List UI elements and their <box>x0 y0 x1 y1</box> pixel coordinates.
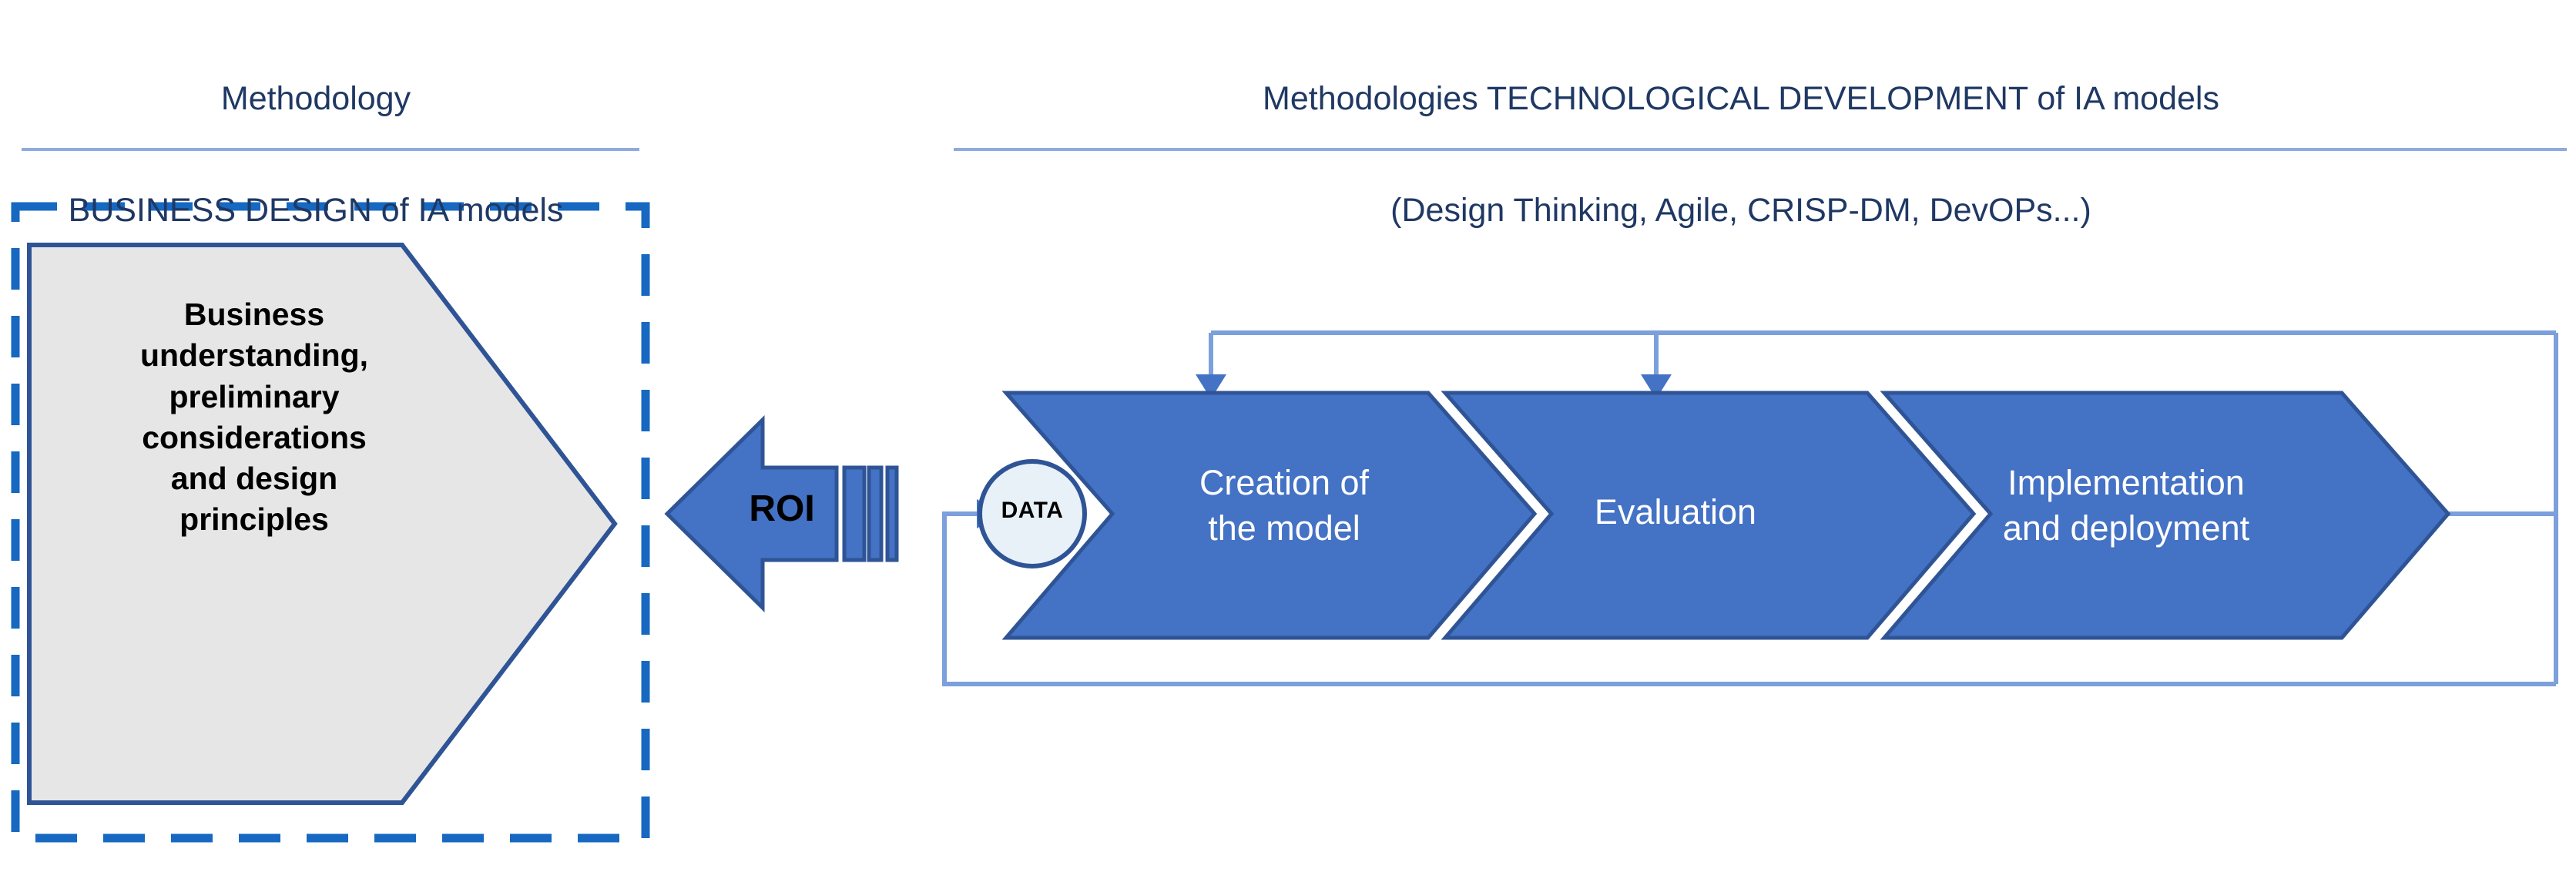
process-label-implementation: Implementation and deployment <box>1910 461 2342 551</box>
right-heading-line-1: Methodologies TECHNOLOGICAL DEVELOPMENT … <box>1263 80 2219 118</box>
process-label-evaluation: Evaluation <box>1491 490 1860 535</box>
roi-arrow-label: ROI <box>749 488 815 529</box>
evaluation-line-1: Evaluation <box>1594 492 1757 532</box>
feedback-arrowhead-evaluation <box>1641 374 1672 399</box>
process-chevron-creation <box>1001 391 1538 640</box>
left-heading-underline <box>22 148 639 151</box>
roi-arrow-shape <box>664 415 839 612</box>
business-understanding-label: Business understanding, preliminary cons… <box>62 294 447 541</box>
data-circle <box>978 459 1087 568</box>
implementation-line-2: and deployment <box>2002 508 2250 548</box>
left-heading-line-1: Methodology <box>220 80 411 118</box>
right-heading-line-2: (Design Thinking, Agile, CRISP-DM, DevOP… <box>1390 191 2091 229</box>
creation-line-1: Creation of <box>1199 463 1370 502</box>
left-heading-line-2: BUSINESS DESIGN of IA models <box>68 191 564 229</box>
business-line-2: understanding, <box>139 337 369 374</box>
roi-arrow-stripe-1 <box>842 465 867 562</box>
data-circle-label: DATA <box>1001 498 1064 523</box>
feedback-arrowhead-creation <box>1196 374 1226 399</box>
implementation-line-1: Implementation <box>2007 463 2245 502</box>
creation-line-2: the model <box>1208 508 1360 548</box>
business-line-5: and design <box>170 461 338 497</box>
process-chevron-evaluation <box>1441 391 1977 640</box>
business-line-6: principles <box>179 501 329 538</box>
roi-arrow-stripe-2 <box>867 465 884 562</box>
left-heading: Methodology BUSINESS DESIGN of IA models <box>0 6 632 303</box>
roi-arrow-stripe-3 <box>885 465 899 562</box>
business-line-4: considerations <box>142 419 367 455</box>
process-chevron-implementation <box>1880 391 2451 640</box>
right-heading: Methodologies TECHNOLOGICAL DEVELOPMENT … <box>909 6 2573 303</box>
feedback-bottom-rail <box>942 511 2556 686</box>
business-line-3: preliminary <box>169 378 340 414</box>
business-line-1: Business <box>183 297 325 332</box>
right-heading-underline <box>954 148 2567 151</box>
process-label-creation: Creation of the model <box>1119 461 1450 551</box>
business-understanding-pentagon <box>27 243 618 805</box>
business-design-dashed-box <box>11 202 650 843</box>
